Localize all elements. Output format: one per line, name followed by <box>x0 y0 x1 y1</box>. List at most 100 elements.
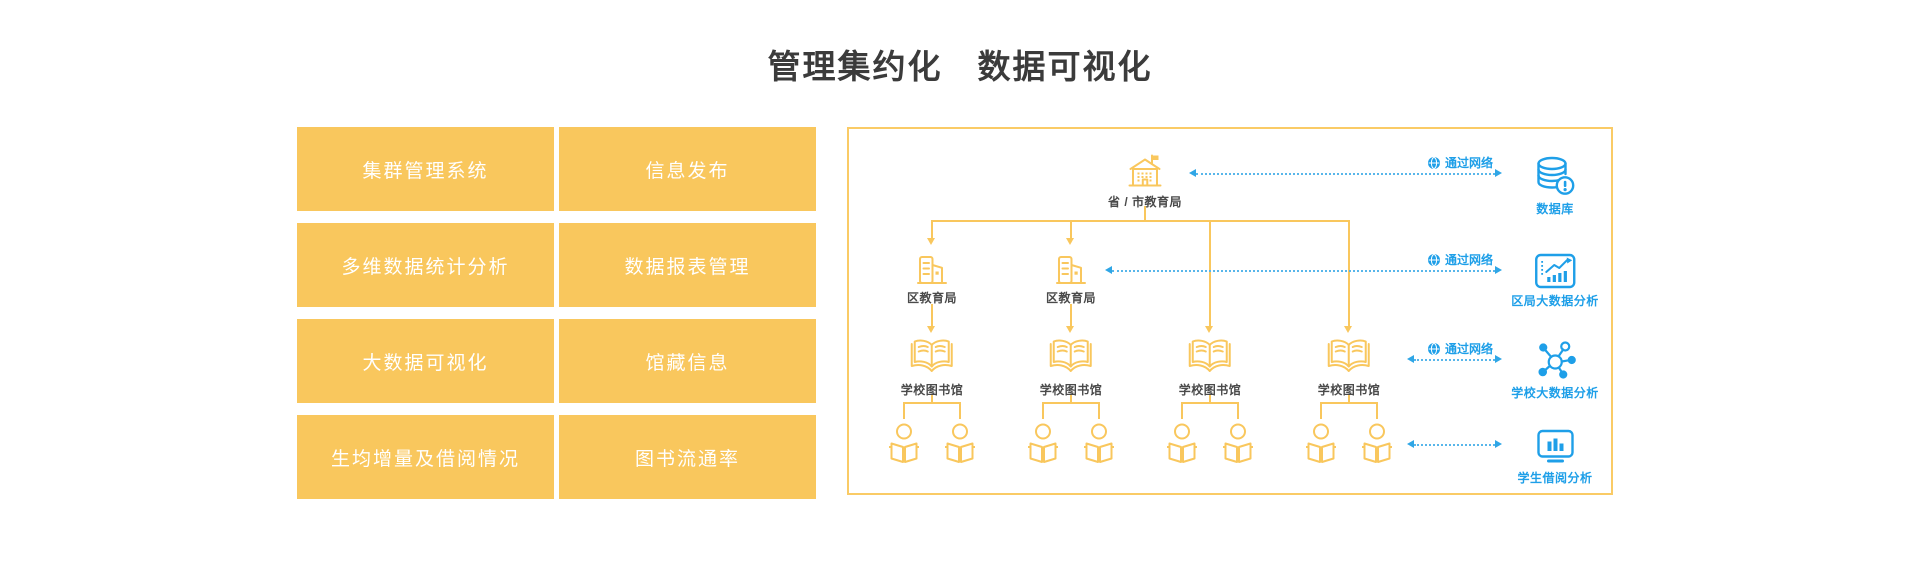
network-nodes-icon <box>1538 341 1576 379</box>
tree-line <box>1376 402 1378 419</box>
tree-line <box>1070 395 1072 402</box>
student-reading-icon <box>1362 422 1392 466</box>
tree-line <box>931 395 933 402</box>
feature-tag-bigdata-visualization: 大数据可视化 <box>297 319 554 403</box>
node-district-bigdata-analysis: 区局大数据分析 <box>1511 253 1599 309</box>
node-district-bureau: 区教育局 <box>907 254 957 306</box>
monitor-chart-icon <box>1536 429 1574 463</box>
tree-line <box>1181 402 1183 419</box>
network-label: 通过网络 <box>1427 251 1493 268</box>
node-district-bureau: 区教育局 <box>1046 254 1096 306</box>
tree-line <box>1237 402 1239 419</box>
globe-icon <box>1427 253 1440 266</box>
node-label: 数据库 <box>1536 202 1574 216</box>
tree-line <box>1321 402 1377 404</box>
network-dotted-line <box>1414 444 1495 446</box>
tree-line <box>904 402 960 404</box>
globe-icon <box>1427 342 1440 355</box>
feature-tag-report-management: 数据报表管理 <box>559 223 816 307</box>
node-database: 数据库 <box>1535 155 1575 217</box>
node-label: 区局大数据分析 <box>1511 294 1599 308</box>
network-label-text: 通过网络 <box>1444 253 1494 267</box>
feature-tag-info-publish: 信息发布 <box>559 127 816 211</box>
network-label: 通过网络 <box>1427 340 1493 357</box>
node-label: 学校图书馆 <box>1039 383 1103 397</box>
arrow-left-icon <box>1105 266 1112 274</box>
tree-line <box>1070 304 1072 326</box>
open-book-icon <box>910 339 953 372</box>
arrow-left-icon <box>1407 355 1414 363</box>
office-building-icon <box>1055 256 1086 284</box>
feature-tag-cluster-management: 集群管理系统 <box>297 127 554 211</box>
node-label: 区教育局 <box>1045 291 1097 305</box>
node-label: 省 / 市教育局 <box>1107 195 1183 209</box>
tree-line <box>1042 402 1044 419</box>
feature-tag-collection-info: 馆藏信息 <box>559 319 816 403</box>
tree-line <box>1144 206 1146 220</box>
section-title: 管理集约化 数据可视化 <box>767 48 1153 85</box>
globe-icon <box>1427 156 1440 169</box>
feature-grid: 集群管理系统 信息发布 多维数据统计分析 数据报表管理 大数据可视化 馆藏信息 … <box>297 127 816 499</box>
tree-line <box>931 304 933 326</box>
student-reading-icon <box>1084 422 1114 466</box>
tree-line <box>1043 402 1099 404</box>
arrow-down-icon <box>1344 326 1352 333</box>
student-reading-icon <box>1167 422 1197 466</box>
node-label: 学校大数据分析 <box>1511 386 1599 400</box>
node-label: 学生借阅分析 <box>1517 471 1593 485</box>
network-label-text: 通过网络 <box>1444 156 1494 170</box>
arrow-left-icon <box>1189 169 1196 177</box>
tree-line <box>1209 220 1211 326</box>
student-reading-icon <box>945 422 975 466</box>
open-book-icon <box>1188 339 1231 372</box>
arrow-down-icon <box>1066 238 1074 245</box>
open-book-icon <box>1327 339 1370 372</box>
network-dotted-line <box>1414 359 1495 361</box>
architecture-diagram: 通过网络 通过网络 通过网络 <box>847 127 1613 495</box>
arrow-down-icon <box>1066 326 1074 333</box>
node-label: 学校图书馆 <box>1178 383 1242 397</box>
arrow-left-icon <box>1407 440 1414 448</box>
network-label-text: 通过网络 <box>1444 342 1494 356</box>
arrow-right-icon <box>1495 355 1502 363</box>
node-label: 学校图书馆 <box>900 383 964 397</box>
school-building-icon <box>1128 154 1162 187</box>
database-icon <box>1537 156 1575 195</box>
tree-line <box>1209 395 1211 402</box>
tree-line <box>931 220 1350 222</box>
network-label: 通过网络 <box>1427 154 1493 171</box>
tree-line <box>931 220 933 239</box>
feature-tag-per-student-borrowing: 生均增量及借阅情况 <box>297 415 554 499</box>
student-reading-icon <box>1028 422 1058 466</box>
node-student-borrowing-analysis: 学生借阅分析 <box>1517 428 1592 486</box>
arrow-down-icon <box>927 326 935 333</box>
node-label: 学校图书馆 <box>1317 383 1381 397</box>
data-analysis-chart-icon <box>1534 253 1576 289</box>
open-book-icon <box>1049 339 1092 372</box>
arrow-right-icon <box>1495 266 1502 274</box>
node-school-library: 学校图书馆 <box>1318 336 1381 398</box>
tree-line <box>903 402 905 419</box>
tree-line <box>1098 402 1100 419</box>
arrow-right-icon <box>1495 169 1502 177</box>
tree-line <box>1320 402 1322 419</box>
node-school-library: 学校图书馆 <box>1179 336 1242 398</box>
student-reading-icon <box>889 422 919 466</box>
node-school-library: 学校图书馆 <box>1040 336 1103 398</box>
network-dotted-line <box>1196 173 1495 175</box>
node-school-bigdata-analysis: 学校大数据分析 <box>1511 341 1599 401</box>
feature-tag-circulation-rate: 图书流通率 <box>559 415 816 499</box>
node-school-library: 学校图书馆 <box>901 336 964 398</box>
tree-line <box>1348 220 1350 326</box>
network-dotted-line <box>1112 270 1495 272</box>
node-label: 区教育局 <box>906 291 958 305</box>
student-reading-icon <box>1306 422 1336 466</box>
node-provincial-bureau: 省 / 市教育局 <box>1108 152 1182 210</box>
student-reading-icon <box>1223 422 1253 466</box>
office-building-icon <box>916 256 947 284</box>
arrow-down-icon <box>1205 326 1213 333</box>
tree-line <box>1348 395 1350 402</box>
feature-tag-multidim-analysis: 多维数据统计分析 <box>297 223 554 307</box>
tree-line <box>1182 402 1238 404</box>
